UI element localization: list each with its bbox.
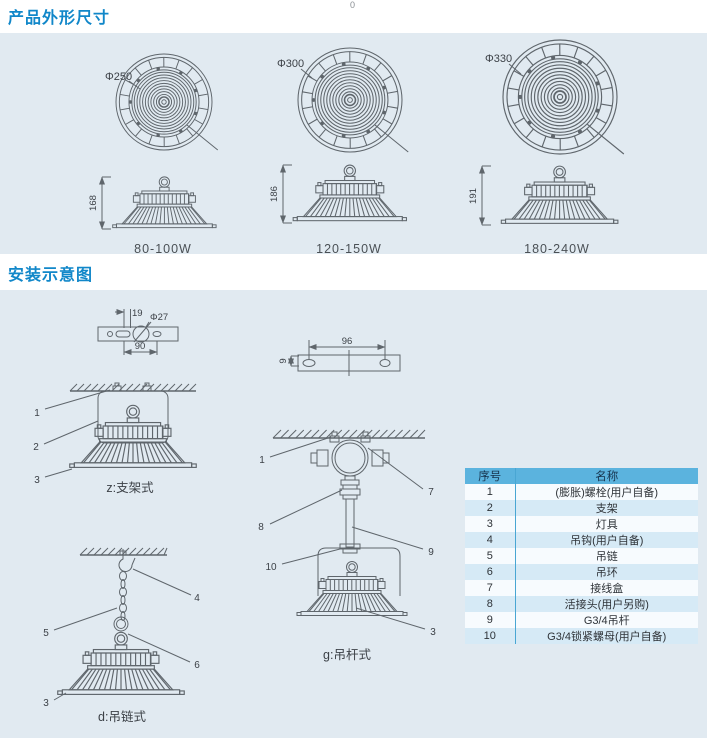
- cell-index: 3: [465, 516, 515, 532]
- parts-table: 序号 名称 1 (膨胀)螺栓(用户自备) 2 支架 3 灯具 4 吊钩(用户自备…: [465, 468, 698, 644]
- table-row: 6 吊环: [465, 564, 698, 580]
- table-header-row: 序号 名称: [465, 468, 698, 484]
- cell-index: 7: [465, 580, 515, 596]
- bracket-hole-drawing: 19 Φ27 90: [97, 308, 179, 355]
- leader-6: 6: [194, 660, 200, 671]
- cell-index: 5: [465, 548, 515, 564]
- cell-name: (膨胀)螺栓(用户自备): [514, 484, 698, 500]
- dim-19: 19: [132, 308, 143, 319]
- col-header-index: 序号: [465, 468, 515, 484]
- watt-caption-2: 120-150W: [316, 242, 382, 254]
- table-row: 4 吊钩(用户自备): [465, 532, 698, 548]
- cell-index: 6: [465, 564, 515, 580]
- table-row: 10 G3/4锁紧螺母(用户自备): [465, 628, 698, 644]
- table-row: 9 G3/4吊杆: [465, 612, 698, 628]
- side-view-80-100w: [112, 176, 217, 229]
- leader-1b: 1: [259, 455, 265, 466]
- table-row: 5 吊链: [465, 548, 698, 564]
- dim-phi27: Φ27: [150, 312, 168, 323]
- section-title-installation: 安装示意图: [8, 267, 94, 284]
- col-header-name: 名称: [514, 468, 698, 484]
- diameter-label-330: Φ330: [485, 53, 512, 65]
- caption-chain: d:吊链式: [98, 709, 146, 724]
- cell-name: 活接头(用户另购): [514, 596, 698, 612]
- table-row: 1 (膨胀)螺栓(用户自备): [465, 484, 698, 500]
- cell-name: 支架: [514, 500, 698, 516]
- leader-9: 9: [428, 547, 434, 558]
- dimensions-drawing: Φ250 Φ300 Φ330 168 186 191 80-100W 120-1…: [88, 39, 625, 254]
- table-row: 3 灯具: [465, 516, 698, 532]
- leader-4: 4: [194, 593, 200, 604]
- cell-index: 8: [465, 596, 515, 612]
- leader-8: 8: [258, 522, 264, 533]
- table-row: 8 活接头(用户另购): [465, 596, 698, 612]
- side-view-180-240w: [500, 165, 619, 224]
- top-view-300: [297, 47, 409, 153]
- page-top-mark: 0: [350, 0, 356, 10]
- mount-rod-diagram: 1 7 8 9 10 3 g:吊杆式: [258, 429, 436, 662]
- installation-drawing: 19 Φ27 90 96 9: [33, 308, 436, 724]
- height-dim-3: [479, 165, 491, 226]
- top-view-250: [115, 53, 219, 151]
- diameter-label-300: Φ300: [277, 58, 304, 70]
- dim-9: 9: [278, 358, 289, 363]
- table-row: 7 接线盒: [465, 580, 698, 596]
- height-dim-2: [280, 164, 292, 224]
- caption-rod: g:吊杆式: [323, 648, 371, 662]
- watt-caption-3: 180-240W: [524, 242, 590, 254]
- watt-caption-1: 80-100W: [134, 242, 192, 254]
- table-row: 2 支架: [465, 500, 698, 516]
- cell-name: 吊钩(用户自备): [514, 532, 698, 548]
- cell-name: 吊环: [514, 564, 698, 580]
- dim-90: 90: [135, 341, 146, 352]
- cell-name: G3/4锁紧螺母(用户自备): [514, 628, 698, 644]
- cell-name: 灯具: [514, 516, 698, 532]
- leader-10: 10: [265, 562, 277, 573]
- cell-index: 4: [465, 532, 515, 548]
- cell-name: G3/4吊杆: [514, 612, 698, 628]
- cell-name: 接线盒: [514, 580, 698, 596]
- leader-3: 3: [34, 475, 40, 486]
- height-value-2: 186: [269, 186, 280, 202]
- plate-drawing: 96 9: [278, 336, 401, 376]
- top-view-330: [502, 39, 625, 155]
- side-view-120-150w: [292, 164, 407, 222]
- leader-3c: 3: [430, 627, 436, 638]
- leader-5: 5: [43, 628, 49, 639]
- mount-bracket-diagram: 1 2 3 z:支架式: [33, 382, 197, 495]
- dimensions-panel: Φ250 Φ300 Φ330 168 186 191 80-100W 120-1…: [0, 33, 707, 254]
- dim-96: 96: [342, 336, 353, 347]
- leader-7: 7: [428, 487, 434, 498]
- diameter-label-250: Φ250: [105, 71, 132, 83]
- cell-index: 10: [465, 628, 515, 644]
- height-value-3: 191: [468, 188, 479, 204]
- cell-index: 1: [465, 484, 515, 500]
- installation-panel: 19 Φ27 90 96 9: [0, 290, 707, 738]
- section-title-dimensions: 产品外形尺寸: [8, 10, 111, 27]
- leader-2: 2: [33, 442, 39, 453]
- height-dim-1: [99, 176, 111, 230]
- height-value-1: 168: [88, 195, 99, 211]
- mount-chain-diagram: 4 5 6 3 d:吊链式: [43, 547, 200, 724]
- cell-index: 2: [465, 500, 515, 516]
- leader-1: 1: [34, 408, 40, 419]
- leader-3b: 3: [43, 698, 49, 709]
- caption-bracket: z:支架式: [106, 481, 154, 495]
- cell-index: 9: [465, 612, 515, 628]
- cell-name: 吊链: [514, 548, 698, 564]
